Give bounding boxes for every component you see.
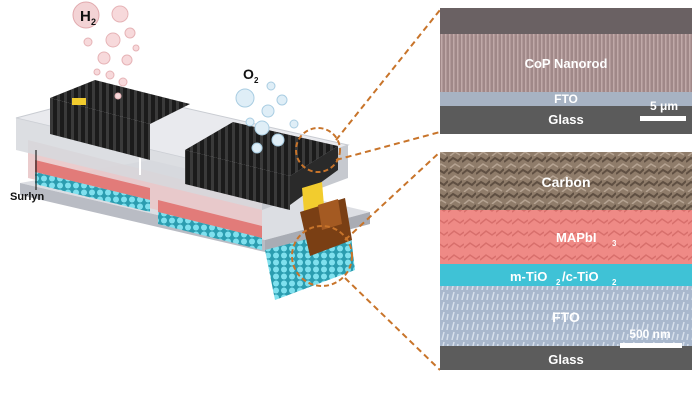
h2-subscript: 2 [91, 17, 96, 27]
zoom-circle-top [295, 127, 341, 173]
o2-bubbles [235, 81, 299, 154]
o2-subscript: 2 [254, 76, 259, 85]
sem-bottom-scale-text: 500 nm [629, 327, 670, 341]
sem-bottom-glass-label: Glass [548, 352, 583, 367]
sem-bottom-carbon-label: Carbon [542, 174, 591, 190]
sem-top-scale-text: 5 μm [650, 99, 678, 113]
tio2-left [35, 172, 150, 212]
sem-top-glass-label: Glass [548, 112, 583, 127]
h2-label: H 2 [72, 1, 100, 29]
sem-top-cop-label: CoP Nanorod [525, 56, 608, 71]
sem-bottom-mapbi-label: MAPbI [556, 230, 596, 245]
sem-bottom-scale-bar [620, 343, 682, 348]
surlyn-label: Surlyn [10, 191, 45, 203]
zoom-circle-bottom [291, 225, 353, 287]
gold-contact-left [72, 98, 86, 105]
nanorod-array-left-top [50, 80, 190, 124]
sem-bottom-mtio-label: m-TiO [510, 269, 547, 284]
o2-text: O [243, 66, 254, 82]
sem-bottom-fto-label: FTO [552, 309, 580, 325]
zoom-connectors [335, 9, 441, 371]
carbon-electrode-highlight [318, 199, 342, 230]
o2-label: O 2 [243, 66, 259, 85]
sem-bottom-ctio-sub: 2 [612, 278, 617, 287]
gold-contact-right [302, 182, 324, 212]
sem-bottom-mapbi-sub: 3 [612, 239, 617, 248]
sem-top-fto-label: FTO [554, 92, 578, 106]
sem-panel-top: CoP Nanorod FTO Glass 5 μm [440, 8, 692, 134]
h2-bubbles [83, 5, 140, 100]
tio2-right [158, 212, 262, 250]
perovskite-right [158, 200, 262, 238]
sem-top-scale-bar [640, 116, 686, 121]
perovskite-left [35, 160, 150, 200]
h2-text: H [80, 8, 91, 25]
nanorod-array-left-front [50, 98, 150, 160]
sem-bottom-mtio-sub: 2 [556, 278, 561, 287]
nanorod-array-right-side [290, 146, 338, 205]
device-illustration: H 2 O 2 Surlyn [10, 1, 370, 300]
sem-bottom-ctio-label: /c-TiO [562, 269, 599, 284]
sem-panel-bottom: Carbon MAPbI 3 m-TiO 2 /c-TiO 2 FTO Glas… [440, 152, 692, 370]
nanorod-array-right-front [185, 150, 290, 210]
